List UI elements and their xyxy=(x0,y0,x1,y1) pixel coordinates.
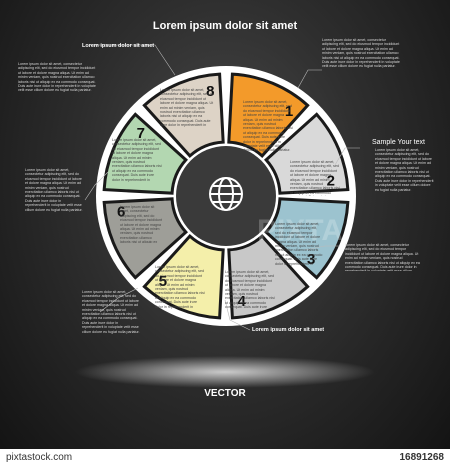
paragraph-lower-right: Lorem ipsum dolor sit amet, consectetur … xyxy=(345,243,420,271)
footer-image-id: 16891268 xyxy=(399,452,445,463)
segment-text-8: Lorem ipsum dolor sit amet, consectetur … xyxy=(160,88,214,128)
segment-number-2: 2 xyxy=(327,172,335,189)
segment-8 xyxy=(142,72,225,158)
segment-number-6: 6 xyxy=(117,204,125,221)
segment-text-3: Lorem ipsum dolor sit amet, consectetur … xyxy=(275,222,323,266)
paragraph-lower-left: Lorem ipsum dolor sit amet, consectetur … xyxy=(82,290,140,334)
segment-7 xyxy=(102,112,188,195)
segment-3 xyxy=(264,197,350,280)
footer-bar: pixtastock.com 16891268 xyxy=(0,449,450,469)
segment-text-2: Lorem ipsum dolor sit amet, consectetur … xyxy=(290,160,340,196)
floor-spotlight xyxy=(75,356,375,388)
segment-2 xyxy=(264,112,350,195)
leader-lines xyxy=(84,44,360,331)
segment-text-1: Lorem ipsum dolor sit amet, consectetur … xyxy=(243,100,293,152)
globe-icon xyxy=(209,177,243,211)
side-label-top-left: Lorem ipsum dolor sit amet xyxy=(82,43,155,49)
segment-6 xyxy=(102,197,188,280)
watermark-text: PIXTA xyxy=(257,214,343,247)
segment-number-7: 7 xyxy=(137,125,145,142)
paragraph-right: Lorem ipsum dolor sit amet, consectetur … xyxy=(375,148,434,192)
segment-1 xyxy=(227,72,310,158)
segment-text-7: Lorem ipsum dolor sit amet, consectetur … xyxy=(112,138,162,182)
footer-logo: pixtastock.com xyxy=(6,452,73,463)
segment-text-6: Lorem ipsum dolor sit amet, consectetur … xyxy=(120,205,162,243)
segment-text-5: Lorem ipsum dolor sit amet, consectetur … xyxy=(155,265,205,309)
segment-number-8: 8 xyxy=(206,83,214,100)
paragraph-top-right: Lorem ipsum dolor sit amet, consectetur … xyxy=(322,38,400,69)
center-disc xyxy=(176,146,276,246)
segment-number-4: 4 xyxy=(237,293,246,310)
segment-number-1: 1 xyxy=(285,103,293,120)
segment-number-5: 5 xyxy=(159,273,167,290)
vector-label: VECTOR xyxy=(204,388,246,399)
diagram-title: Lorem ipsum dolor sit amet xyxy=(152,20,298,32)
segment-5 xyxy=(142,234,225,320)
side-label-right: Sample Your text xyxy=(372,139,425,146)
side-label-bottom-right: Lorem ipsum dolor sit amet xyxy=(252,327,325,333)
paragraph-left: Lorem ipsum dolor sit amet, consectetur … xyxy=(25,168,83,212)
paragraph-top-left: Lorem ipsum dolor sit amet, consectetur … xyxy=(18,62,96,93)
segment-4 xyxy=(227,234,310,320)
segment-text-4: Lorem ipsum dolor sit amet, consectetur … xyxy=(225,270,275,310)
segment-number-3: 3 xyxy=(307,251,315,268)
